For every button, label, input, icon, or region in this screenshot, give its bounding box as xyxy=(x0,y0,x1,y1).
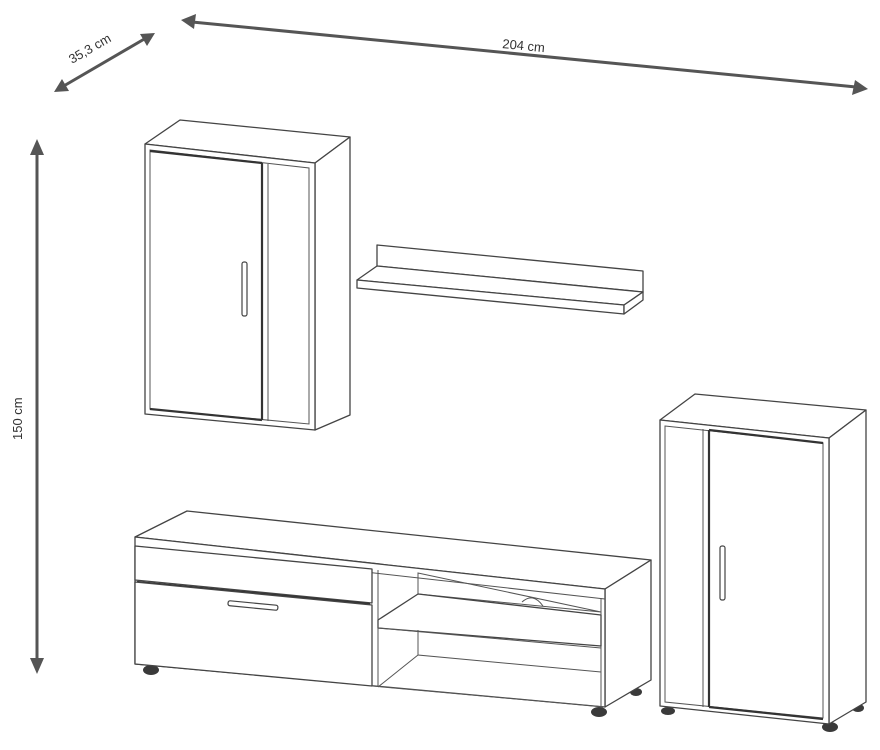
tv-stand-top-drawer xyxy=(134,545,373,604)
width-dimension: 204 cm xyxy=(181,14,868,95)
height-arrow-head-top xyxy=(30,139,44,155)
wall-cabinet-front xyxy=(144,143,316,431)
height-dimension: 150 cm xyxy=(10,139,44,674)
depth-dimension: 35,3 cm xyxy=(54,30,155,92)
tv-stand-back-upper xyxy=(417,572,602,613)
tv-stand-cable-hole xyxy=(521,597,544,607)
tall-cabinet-foot-right xyxy=(822,722,838,732)
height-arrow-head-bottom xyxy=(30,658,44,674)
tall-cabinet-front xyxy=(659,419,830,725)
tall-cabinet-door-top-edge xyxy=(708,428,824,445)
wall-cabinet-door-top-edge xyxy=(149,149,263,165)
tall-cabinet-handle xyxy=(719,545,726,601)
tall-cabinet xyxy=(659,393,867,732)
height-label: 150 cm xyxy=(10,397,25,440)
wall-cabinet-handle xyxy=(241,261,248,317)
tv-stand-bottom-edge xyxy=(371,685,606,708)
tall-cabinet-foot-left xyxy=(661,707,675,715)
tv-stand-foot-left xyxy=(143,665,159,675)
wall-shelf-board-side xyxy=(623,291,644,315)
depth-arrow-line xyxy=(61,36,147,89)
width-arrow-head-right xyxy=(852,80,868,95)
width-arrow-head-left xyxy=(181,14,196,29)
tv-stand-bottom-diagonal xyxy=(377,654,419,688)
tv-stand-drawer-handle xyxy=(227,600,279,611)
tv-stand-middle-shelf xyxy=(377,593,602,647)
wall-cabinet-side xyxy=(314,136,351,431)
depth-arrow-head-left xyxy=(54,79,69,92)
tall-cabinet-door-bottom-edge xyxy=(708,705,824,721)
wall-shelf xyxy=(356,244,644,315)
tv-stand xyxy=(134,510,652,717)
width-label: 204 cm xyxy=(502,36,546,55)
wall-cabinet xyxy=(144,119,351,431)
tall-cabinet-side xyxy=(828,409,867,725)
tv-stand-middle-shelf-edge xyxy=(377,627,602,649)
tv-stand-foot-right xyxy=(591,707,607,717)
wall-cabinet-door-bottom-edge xyxy=(149,407,263,422)
width-arrow-line xyxy=(191,20,857,89)
depth-arrow-head-right xyxy=(140,33,155,46)
